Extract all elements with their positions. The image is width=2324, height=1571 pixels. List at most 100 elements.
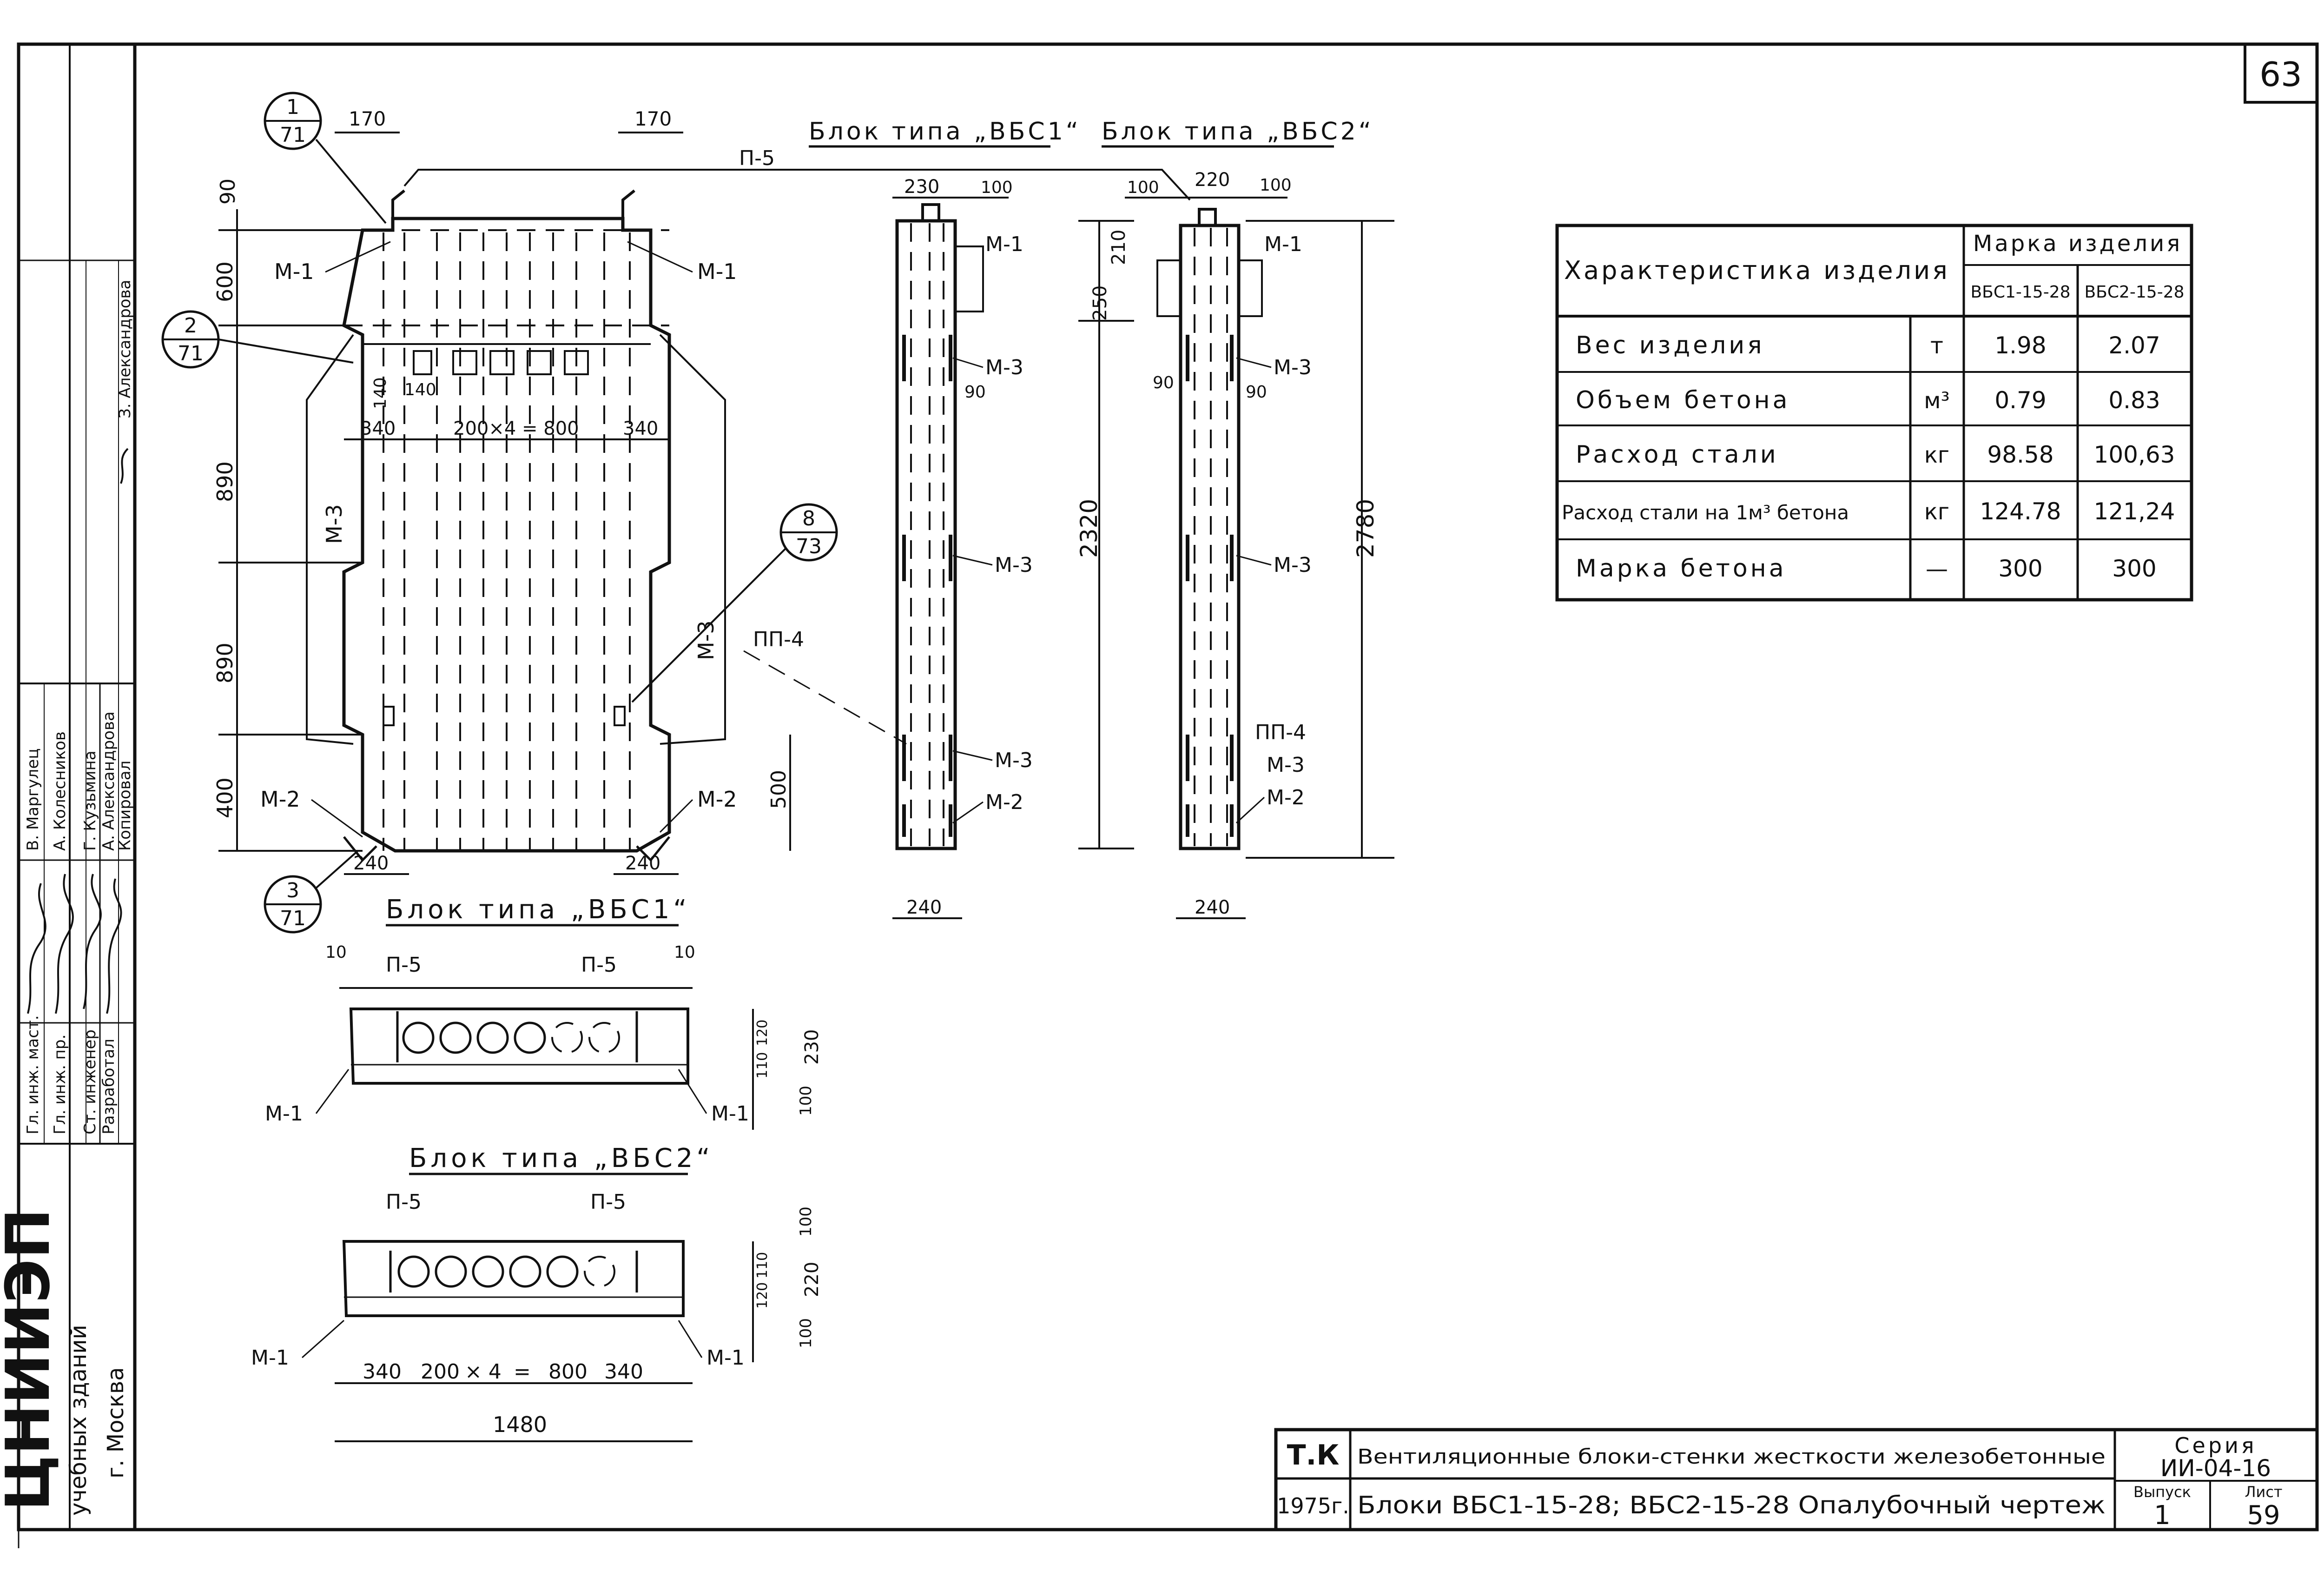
dim-plan-eq: = [514, 1360, 531, 1384]
callout-2: 2 71 [161, 310, 354, 369]
label-m3-left: М-3 [322, 504, 347, 544]
dim-200x4: 200×4 = 800 [453, 418, 579, 439]
dim-1480: 1480 [493, 1412, 547, 1437]
title-vbs1-top: Блок типа „ВБС1“ [809, 118, 1081, 146]
dim-890-b: 890 [212, 643, 238, 683]
tb-tk: Т.К [1287, 1439, 1340, 1472]
stamp-name-0: В. Маргулец [24, 749, 42, 851]
tb-issue: 1 [2154, 1500, 2171, 1531]
signature-2 [83, 874, 102, 1009]
dim-100-plan2-top: 100 [797, 1206, 815, 1237]
dim-400: 400 [212, 777, 238, 818]
dimensions: 90 600 890 890 400 500 170 170 340 200×4… [212, 107, 1394, 1442]
label-m3-s2b: М-3 [1274, 553, 1312, 577]
org-subtitle: учебных зданий [66, 1325, 92, 1516]
section-vbs2 [1156, 208, 1263, 850]
tb-series: ИИ-04-16 [2160, 1455, 2271, 1482]
spec-header-mark: Марка изделия [1973, 231, 2182, 257]
dim-240-front-left: 240 [353, 853, 389, 874]
label-m1-right: М-1 [697, 259, 737, 284]
callout-2-num: 2 [184, 314, 197, 338]
dim-plan-800: 800 [548, 1360, 588, 1384]
label-p5-plan2-left: П-5 [386, 1190, 422, 1214]
spec-row-1-unit: м³ [1924, 388, 1949, 414]
spec-row-3-v1: 124.78 [1980, 498, 2061, 525]
part-labels: М-1 М-1 П-5 М-3 М-3 ПП-4 М-2 М-2 М-1 М-3… [251, 146, 1312, 1370]
callouts: 1 71 2 71 3 71 8 73 [161, 92, 838, 934]
title-vbs2-top: Блок типа „ВБС2“ [1102, 118, 1374, 146]
tb-line2: Блоки ВБС1-15-28; ВБС2-15-28 Опалубочный… [1357, 1491, 2106, 1519]
spec-row-1-v1: 0.79 [1994, 387, 2046, 414]
dim-10-left: 10 [325, 943, 347, 962]
org-title: ЦНИИЭП [0, 1208, 63, 1511]
stamp-name-3: А. Александрова [99, 711, 118, 851]
spec-row-4-unit: — [1926, 556, 1948, 582]
label-pp4-front: ПП-4 [753, 628, 804, 651]
stamp-name-2: Г. Кузьмина [81, 750, 99, 851]
sheet-number-box: 63 [2244, 43, 2318, 104]
dim-340-left: 340 [360, 418, 396, 439]
spec-row-1-name: Объем бетона [1576, 386, 1790, 414]
dim-90-s2b: 90 [1246, 383, 1267, 402]
dim-90-s1: 90 [964, 383, 986, 402]
spec-row-3-name: Расход стали на 1м³ бетона [1562, 501, 1849, 524]
dim-120-plan2: 120 [754, 1282, 771, 1309]
callout-8-num: 8 [802, 507, 815, 530]
dim-plan-200: 200 [421, 1360, 460, 1384]
label-p5-plan1-right: П-5 [581, 953, 617, 977]
spec-row-0-unit: т [1930, 333, 1943, 359]
spec-mark-2: ВБС2-15-28 [2084, 283, 2184, 302]
signature-1 [55, 874, 74, 1014]
label-p5-top: П-5 [739, 146, 775, 170]
dim-140-b: 140 [404, 380, 436, 399]
label-m3-s2c: М-3 [1267, 753, 1305, 777]
dim-2780: 2780 [1352, 499, 1379, 558]
tb-line1: Вентиляционные блоки-стенки жесткости же… [1357, 1445, 2106, 1469]
signature-4 [120, 448, 129, 484]
spec-row-2-name: Расход стали [1576, 441, 1779, 469]
spec-table: Характеристика изделия Марка изделия ВБС… [1555, 224, 2193, 602]
view-titles: Блок типа „ВБС1“ Блок типа „ВБС2“ Блок т… [386, 118, 1374, 1175]
signature-3 [106, 878, 122, 1014]
front-elevation [306, 169, 1191, 862]
spec-row-4-v1: 300 [1998, 555, 2042, 582]
dim-110-plan2: 110 [754, 1252, 771, 1279]
callout-3: 3 71 [264, 850, 359, 934]
label-m3-s1a: М-3 [985, 356, 1023, 379]
dim-250: 250 [1089, 285, 1111, 321]
stamp-name-4: З. Александрова [116, 280, 134, 418]
callout-8-sheet: 73 [796, 535, 822, 558]
spec-row-2-v2: 100,63 [2094, 441, 2175, 468]
spec-row-3-unit: кг [1924, 499, 1949, 525]
stamp-role-3: Разработал [99, 1039, 118, 1134]
dim-230: 230 [904, 176, 939, 198]
tb-issue-label: Выпуск [2133, 1483, 2191, 1501]
spec-row-2-v1: 98.58 [1987, 441, 2053, 468]
stamp-role-4: Копировал [116, 761, 134, 851]
tb-sheet: 59 [2247, 1500, 2280, 1531]
label-m1-plan2-left: М-1 [251, 1346, 289, 1370]
dim-90-s2a: 90 [1153, 373, 1174, 392]
label-m2-s1: М-2 [985, 790, 1023, 814]
dim-220-plan: 220 [801, 1262, 823, 1297]
dim-100-s2a: 100 [1127, 178, 1159, 197]
label-m1-plan2-right: М-1 [706, 1346, 745, 1370]
dim-120-plan: 120 [754, 1020, 771, 1046]
dim-plan-340a: 340 [363, 1360, 402, 1384]
label-m3-s2a: М-3 [1274, 356, 1312, 379]
dim-100-s2b: 100 [1260, 176, 1292, 195]
dim-100-plan1: 100 [797, 1086, 815, 1116]
spec-mark-1: ВБС1-15-28 [1970, 283, 2070, 302]
dim-90-top: 90 [216, 179, 240, 205]
spec-row-1-v2: 0.83 [2108, 387, 2160, 414]
section-vbs1 [895, 203, 984, 850]
dim-340-right: 340 [623, 418, 658, 439]
label-pp4-s2: ПП-4 [1255, 721, 1306, 744]
title-block: Т.К 1975г. Вентиляционные блоки-стенки ж… [1274, 1428, 2319, 1531]
sheet-number: 63 [2259, 55, 2302, 94]
label-m3-s1b: М-3 [995, 553, 1033, 577]
dim-600: 600 [212, 261, 238, 302]
callout-1-num: 1 [286, 95, 299, 119]
spec-row-3-v2: 121,24 [2094, 498, 2175, 525]
dim-240-s2: 240 [1195, 897, 1230, 918]
